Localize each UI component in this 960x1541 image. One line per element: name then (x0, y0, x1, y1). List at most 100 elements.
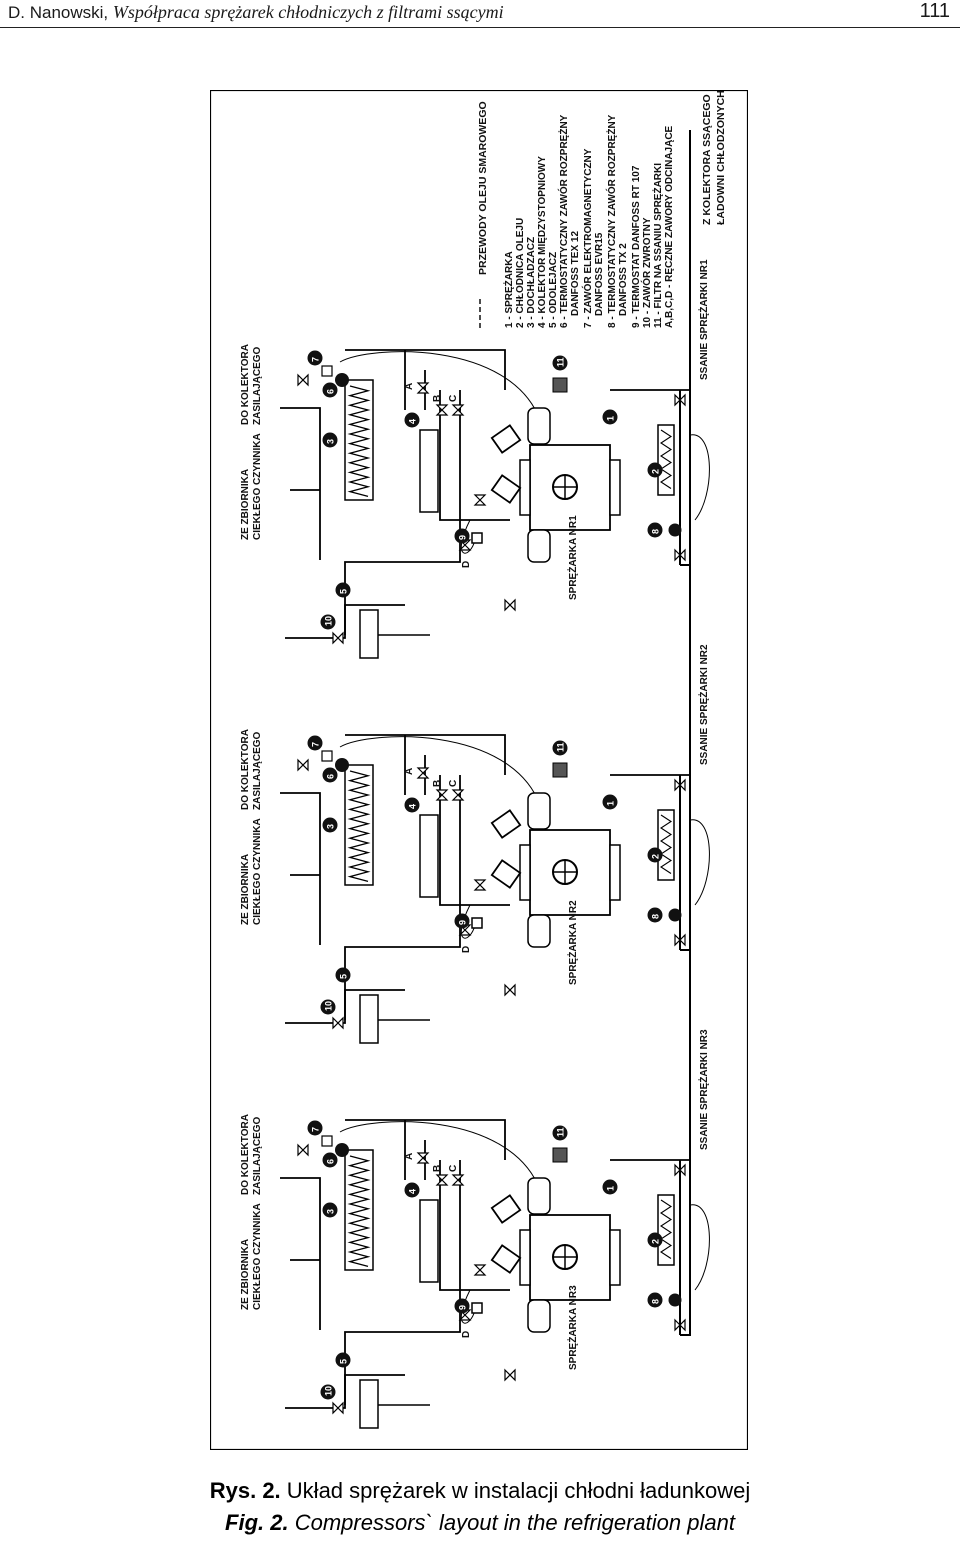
compressor-label: SPRĘŻARKA NR3 (566, 1285, 579, 1370)
caption-polish: Rys. 2. Układ sprężarek w instalacji chł… (0, 1478, 960, 1504)
to-collector-label-2: ZASILAJĄCEGO (252, 346, 263, 425)
valve-label-b: B (432, 395, 443, 402)
suction-filter (552, 377, 568, 393)
callout-5-label: 5 (339, 974, 349, 979)
valve-bypass (473, 494, 487, 506)
valve-7b (297, 758, 309, 772)
oil-separator (359, 609, 379, 659)
callout-8-label: 8 (651, 529, 661, 534)
callout-11-label: 11 (556, 1127, 566, 1137)
oil-cooler (657, 809, 675, 881)
callout-6-label: 6 (326, 389, 336, 394)
legend-item-4: 4 - KOLEKTOR MIĘDZYSTOPNIOWY (537, 156, 548, 328)
valve-suction (674, 393, 686, 407)
legend-item-1: 1 - SPRĘŻARKA (502, 251, 515, 328)
callout-3-label: 3 (326, 824, 336, 829)
callout-4-label: 4 (408, 419, 418, 424)
from-tank-label-2: CIEKŁEGO CZYNNIKA (252, 818, 263, 925)
header-rule (0, 27, 960, 28)
callout-7 (307, 735, 323, 751)
expansion-valve-8 (668, 908, 682, 922)
legend-item-10: 8 - TERMOSTATYCZNY ZAWÓR ROZPRĘŻNY (605, 114, 618, 328)
callout-8 (647, 522, 663, 538)
valve-8b (674, 1318, 686, 1332)
intermediate-collector (419, 429, 439, 513)
to-collector-label-2: ZASILAJĄCEGO (252, 1116, 263, 1195)
callout-10 (320, 999, 336, 1015)
caption-text-en: Compressors` layout in the refrigeration… (294, 1510, 735, 1535)
callout-11 (552, 355, 568, 371)
callout-2-label: 2 (651, 854, 661, 859)
valve-discharge (504, 1368, 516, 1382)
legend-item-15: A,B,C,D - RĘCZNE ZAWORY ODCINAJĄCE (664, 125, 675, 328)
callout-5 (335, 582, 351, 598)
callout-4 (404, 797, 420, 813)
callout-1-label: 1 (606, 801, 616, 806)
callout-2-label: 2 (651, 469, 661, 474)
expansion-valve-8 (668, 523, 682, 537)
callout-1 (602, 1179, 618, 1195)
callout-4-label: 4 (408, 1189, 418, 1194)
callout-6 (322, 767, 338, 783)
callout-6 (322, 1152, 338, 1168)
valve-label-c: C (448, 780, 459, 787)
from-tank-label-2: CIEKŁEGO CZYNNIKA (252, 433, 263, 540)
legend-item-8: 7 - ZAWÓR ELEKTROMAGNETYCZNY (581, 148, 594, 328)
callout-8 (647, 1292, 663, 1308)
valve-c (451, 789, 465, 801)
valve-a (416, 767, 430, 779)
legend-item-13: 10 - ZAWÓR ZWROTNY (640, 217, 653, 328)
callout-2 (647, 847, 663, 863)
valve-label-c: C (448, 1165, 459, 1172)
callout-4-label: 4 (408, 804, 418, 809)
callout-3-label: 3 (326, 1209, 336, 1214)
legend-item-2: 2 - CHŁODNICA OLEJU (515, 218, 526, 328)
page-header: D. Nanowski, Współpraca sprężarek chłodn… (0, 0, 960, 30)
legend-item-14: 11 - FILTR NA SSANIU SPRĘŻARKI (651, 163, 664, 328)
callout-1 (602, 794, 618, 810)
article-title: Współpraca sprężarek chłodniczych z filt… (112, 2, 504, 22)
callout-9-label: 9 (458, 1305, 468, 1310)
to-collector-label-1: DO KOLEKTORA (240, 1114, 251, 1195)
intermediate-collector (419, 1199, 439, 1283)
suction-collector-label-1: Z KOLEKTORA SSĄCEGO (701, 94, 713, 225)
callout-5-label: 5 (339, 1359, 349, 1364)
callout-8-label: 8 (651, 914, 661, 919)
callout-7-label: 7 (311, 357, 321, 362)
callout-3-label: 3 (326, 439, 336, 444)
valve-b (435, 789, 449, 801)
solenoid-valve (321, 365, 333, 377)
to-collector-label-1: DO KOLEKTORA (240, 729, 251, 810)
valve-discharge (504, 598, 516, 612)
valve-label-c: C (448, 395, 459, 402)
callout-10-label: 10 (324, 616, 334, 626)
suction-filter (552, 1147, 568, 1163)
intermediate-collector (419, 814, 439, 898)
valve-7b (297, 1143, 309, 1157)
cylinder-head-2 (490, 474, 522, 504)
valve-8b (674, 548, 686, 562)
valve-discharge (504, 983, 516, 997)
legend-item-6: 6 - TERMOSTATYCZNY ZAWÓR ROZPRĘŻNY (557, 114, 570, 328)
solenoid-valve (321, 1135, 333, 1147)
thermostat (471, 917, 483, 929)
legend-item-3: 3 - DOCHŁADZACZ (526, 237, 537, 328)
cylinder-head-2 (490, 859, 522, 889)
callout-11-label: 11 (556, 742, 566, 752)
expansion-valve-6 (335, 758, 349, 772)
callout-10 (320, 1384, 336, 1400)
callout-5 (335, 1352, 351, 1368)
valve-label-a: A (404, 383, 415, 390)
valve-suction (674, 778, 686, 792)
from-tank-label-1: ZE ZBIORNIKA (240, 854, 251, 925)
callout-2-label: 2 (651, 1239, 661, 1244)
callout-7 (307, 350, 323, 366)
legend-item-9: DANFOSS EVR15 (594, 232, 605, 316)
callout-11-label: 11 (556, 357, 566, 367)
callout-3 (322, 432, 338, 448)
valve-bypass (473, 1264, 487, 1276)
expansion-valve-6 (335, 373, 349, 387)
